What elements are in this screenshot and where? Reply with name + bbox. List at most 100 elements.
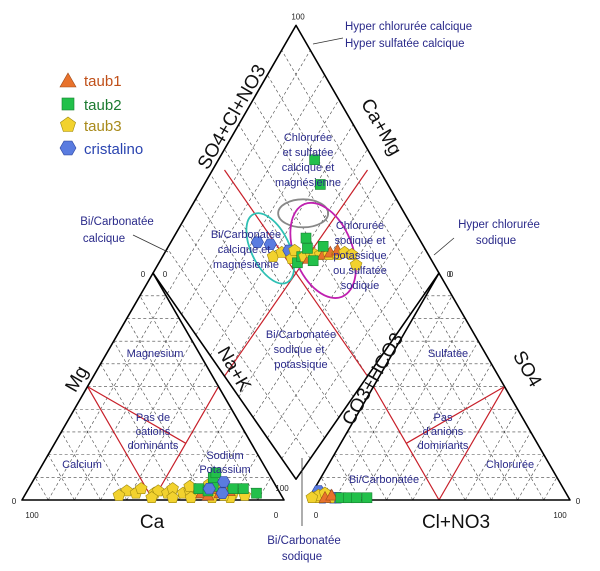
legend-label-cristalino: cristalino: [84, 141, 143, 158]
cation-grid-line: [34, 477, 49, 501]
sample-marker-taub1: [325, 488, 339, 501]
legend-label-taub2: taub2: [84, 97, 122, 114]
tick-label: 0: [576, 497, 581, 506]
callout-left-2: calcique: [83, 233, 125, 245]
zone-no-cation-3: dominants: [128, 440, 179, 452]
diamond-grid-line: [281, 248, 425, 459]
zone-no-cation-2: cations: [136, 426, 171, 438]
tick-label: 100: [275, 484, 289, 493]
sample-marker-taub3: [166, 491, 179, 504]
sample-marker-taub2: [317, 241, 329, 252]
sample-marker-taub3: [184, 491, 198, 504]
zone-diamond-right-4: ou sulfatée: [333, 265, 387, 277]
legend-item-taub3: taub3: [60, 116, 122, 135]
diamond-boundary: [224, 169, 368, 377]
sample-marker-taub2: [307, 255, 319, 267]
axis-label-camg: Ca+Mg: [356, 95, 405, 159]
anion-boundary: [438, 386, 506, 501]
axis-label-co3: CO3+HCO3: [338, 329, 408, 429]
sample-marker-cristalino: [263, 238, 277, 250]
zone-diamond-right-3: potassique: [333, 250, 386, 262]
tick-label: 100: [25, 511, 39, 520]
anion-triangle: [307, 272, 571, 501]
zone-diamond-right-1: Chlorurée: [336, 220, 384, 232]
zone-magnesium: Magnesium: [127, 348, 184, 360]
zone-diamond-top-3: calcique et: [282, 162, 335, 174]
zone-diamond-left-1: Bi/Carbonatée: [211, 229, 281, 241]
anion-grid-line: [360, 318, 466, 501]
sample-marker-taub3: [145, 491, 158, 504]
classification-boundaries: [86, 169, 506, 501]
tick-label: 0: [141, 270, 146, 279]
callout-left-1: Bi/Carbonatée: [80, 216, 154, 228]
sample-marker-taub2: [309, 154, 320, 166]
zone-diamond-top-2: et sulfatée: [283, 147, 334, 159]
tick-label: 0: [449, 270, 454, 279]
callout-top-2: Hyper sulfatée calcique: [345, 38, 465, 50]
zone-diamond-bottom-2: sodique et: [274, 344, 325, 356]
diamond-grid-line: [167, 248, 311, 459]
zone-diamond-top-1: Chlorurée: [284, 132, 332, 144]
group-ellipses: [245, 198, 357, 299]
legend-triangle-icon: [59, 72, 77, 88]
sample-marker-cristalino: [215, 487, 229, 499]
callout-labels: Hyper chlorurée calcique Hyper sulfatée …: [80, 21, 540, 563]
legend-square-icon: [61, 97, 75, 111]
sample-marker-cristalino: [250, 236, 264, 248]
zone-sodium-1: Sodium: [206, 450, 243, 462]
sample-marker-taub2: [210, 467, 222, 479]
diamond-grid-line: [181, 223, 325, 439]
diamond-grid-line: [209, 124, 354, 356]
sample-marker-taub2: [238, 483, 249, 494]
sample-marker-taub3: [305, 491, 319, 504]
sample-marker-taub3: [151, 484, 165, 497]
legend-item-taub2: taub2: [61, 97, 122, 114]
cation-boundary: [86, 386, 154, 501]
anion-boundary: [405, 386, 505, 444]
sample-points: [112, 154, 373, 504]
sample-marker-taub2: [227, 483, 239, 494]
cation-grid-line: [139, 295, 259, 501]
zone-diamond-left-3: magnésienne: [213, 259, 279, 271]
tick-label: 0: [447, 270, 452, 279]
sample-marker-taub3: [349, 258, 363, 271]
zone-diamond-top-4: magnésienne: [275, 177, 341, 189]
zone-diamond-left-2: calcique et: [218, 244, 271, 256]
sample-marker-cristalino: [217, 476, 231, 488]
anion-grid-line: [491, 431, 531, 501]
zone-sulfate: Sulfatée: [428, 348, 468, 360]
zone-diamond-bottom-3: potassique: [274, 359, 327, 371]
axis-label-so4: SO4: [508, 348, 545, 392]
sample-marker-taub2: [193, 483, 205, 494]
anion-grid-line: [543, 477, 558, 501]
callout-bottom-2: sodique: [282, 551, 322, 563]
sample-marker-cristalino: [202, 482, 216, 495]
sample-marker-taub2: [361, 492, 373, 504]
zone-no-anion-1: Pas: [434, 412, 453, 424]
cation-grid-line: [257, 477, 272, 501]
axis-label-so4clno3: SO4+Cl+NO3: [194, 61, 271, 173]
callout-right-2: sodique: [476, 235, 516, 247]
diamond-grid-line: [238, 124, 383, 356]
axis-label-clno3: Cl+NO3: [422, 512, 490, 533]
tick-label: 0: [274, 511, 279, 520]
cation-grid-line: [61, 431, 101, 501]
diamond-grid-line: [267, 223, 411, 439]
zone-diamond-bottom-1: Bi/Carbonatée: [266, 329, 336, 341]
legend-hexagon-icon: [59, 140, 77, 156]
tick-label: 0: [12, 497, 17, 506]
sample-marker-taub2: [351, 492, 362, 504]
sample-marker-taub3: [134, 482, 148, 495]
callout-top-1: Hyper chlorurée calcique: [345, 21, 472, 33]
legend-label-taub3: taub3: [84, 118, 122, 135]
tick-label: 100: [291, 12, 305, 21]
zone-no-anion-2: d'anions: [423, 426, 464, 438]
zone-labels: Magnesium Pas de cations dominants Calci…: [62, 132, 534, 486]
legend-label-taub1: taub1: [84, 73, 122, 90]
diamond-grid-line: [252, 99, 397, 336]
zone-calcium: Calcium: [62, 459, 102, 471]
legend: taub1 taub2 taub3 cristalino: [59, 72, 143, 158]
zone-no-cation-1: Pas de: [136, 412, 170, 424]
sample-marker-taub2: [315, 179, 326, 190]
